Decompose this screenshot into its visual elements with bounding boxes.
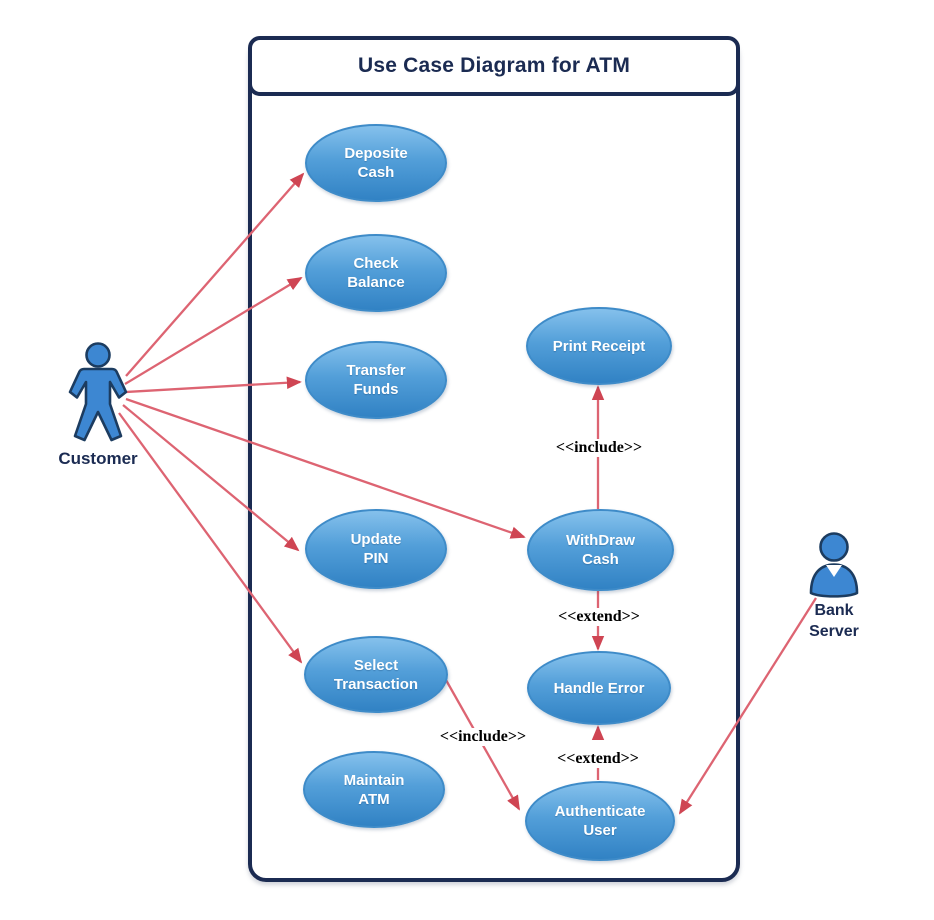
- edge-customer-withdraw-cash: [125, 397, 526, 539]
- usecase-label: WithDraw Cash: [565, 532, 636, 568]
- usecase-label: Check Balance: [347, 255, 405, 291]
- usecase-label: Authenticate User: [554, 803, 646, 839]
- actor-bank-server-label: Bank Server: [809, 602, 859, 640]
- person-icon: [68, 342, 128, 442]
- usecase-withdraw-cash: WithDraw Cash: [527, 509, 674, 591]
- label-extend-authenticate: <<extend>>: [554, 750, 642, 768]
- actor-customer-label: Customer: [58, 449, 138, 468]
- usecase-print-receipt: Print Receipt: [526, 307, 672, 385]
- actor-customer: Customer: [40, 342, 156, 469]
- actor-bank-server: Bank Server: [799, 528, 869, 642]
- usecase-authenticate-user: Authenticate User: [525, 781, 675, 861]
- edge-customer-check-balance: [124, 277, 303, 385]
- person-bust-icon: [809, 532, 859, 598]
- usecase-update-pin: Update PIN: [305, 509, 447, 589]
- usecase-label: Transfer Funds: [346, 362, 406, 398]
- edge-customer-update-pin: [122, 404, 300, 552]
- usecase-label: Print Receipt: [552, 337, 646, 355]
- edge-customer-transfer-funds: [125, 376, 302, 394]
- usecase-check-balance: Check Balance: [305, 234, 447, 312]
- usecase-maintain-atm: Maintain ATM: [303, 751, 445, 828]
- usecase-label: Deposite Cash: [344, 145, 408, 181]
- label-include-authenticate: <<include>>: [436, 728, 530, 746]
- usecase-label: Update PIN: [350, 531, 402, 567]
- edge-customer-select-transaction: [118, 412, 303, 664]
- usecase-label: Handle Error: [553, 679, 645, 697]
- edge-bank-server-authenticate: [678, 597, 817, 815]
- diagram-title-box: Use Case Diagram for ATM: [248, 36, 740, 96]
- usecase-label: Select Transaction: [333, 656, 419, 693]
- usecase-transfer-funds: Transfer Funds: [305, 341, 447, 419]
- usecase-handle-error: Handle Error: [527, 651, 671, 725]
- usecase-select-transaction: Select Transaction: [304, 636, 448, 713]
- usecase-label: Maintain ATM: [343, 771, 405, 808]
- collar-shape: [826, 565, 842, 577]
- diagram-title: Use Case Diagram for ATM: [357, 54, 631, 77]
- label-extend-handle-error: <<extend>>: [555, 608, 643, 626]
- edge-customer-deposite-cash: [125, 172, 305, 377]
- label-include-print-receipt: <<include>>: [552, 439, 646, 457]
- usecase-deposite-cash: Deposite Cash: [305, 124, 447, 202]
